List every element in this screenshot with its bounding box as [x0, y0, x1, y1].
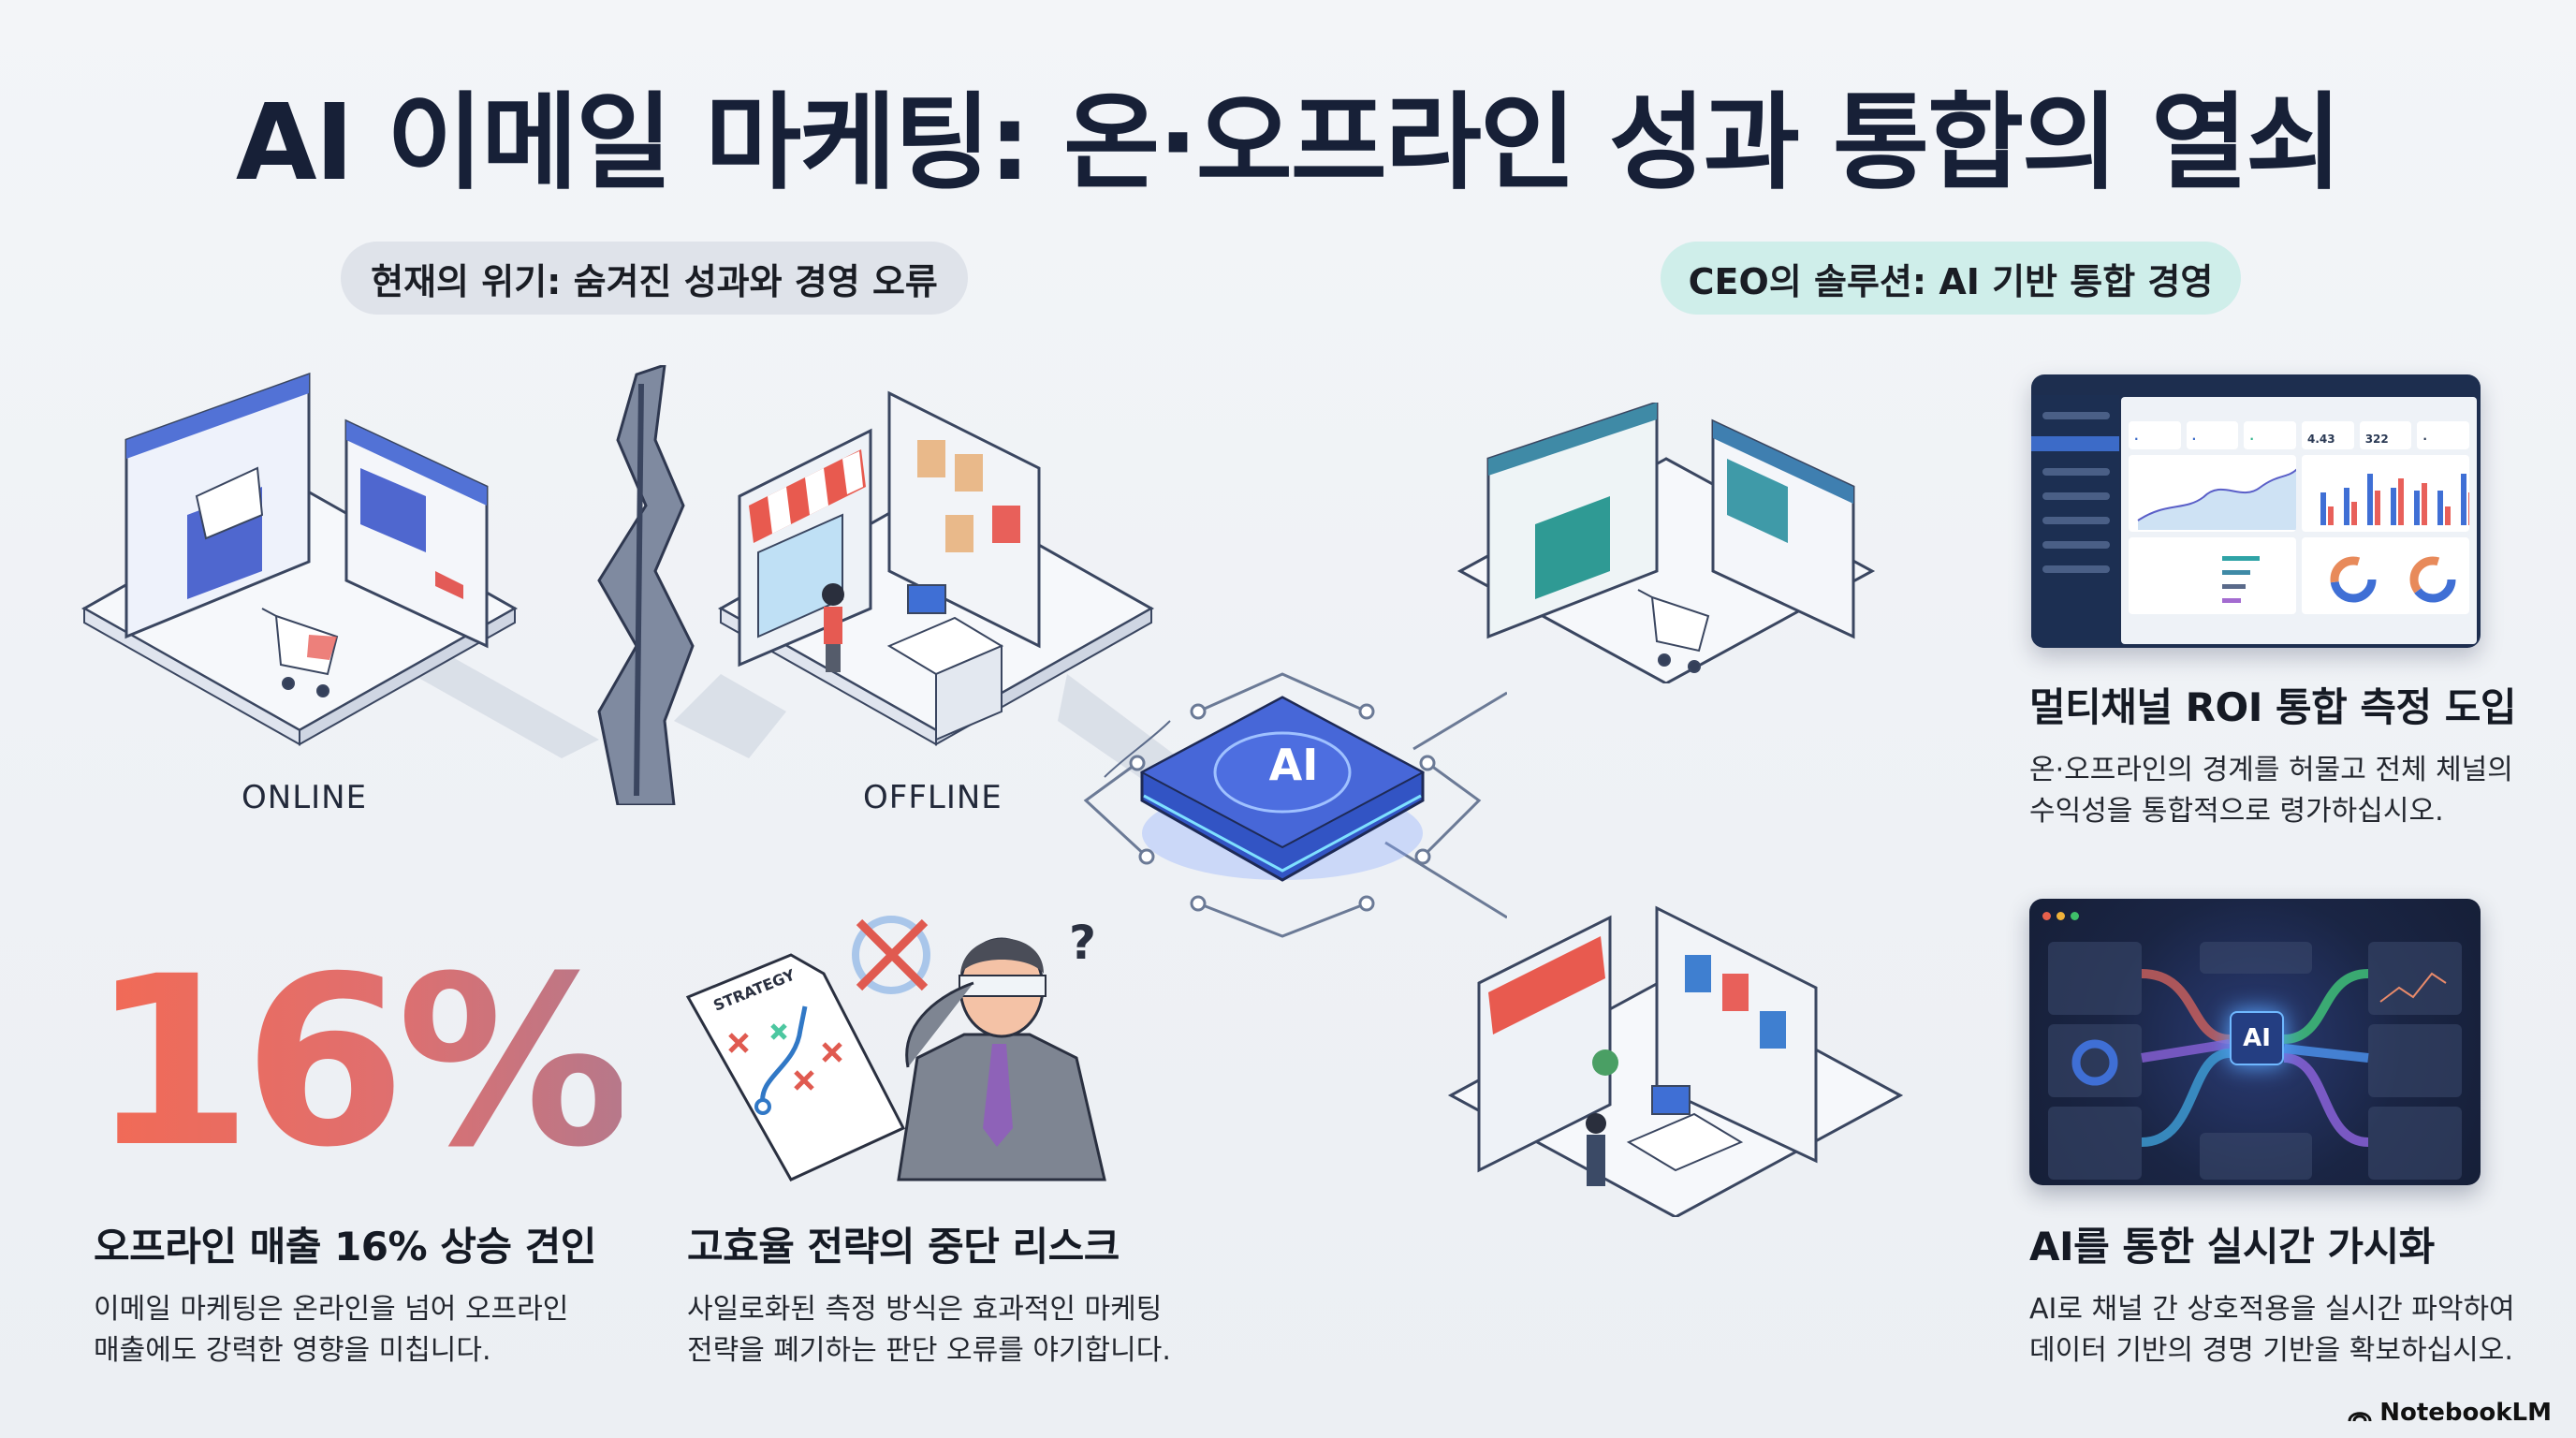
bar-chart-panel	[2302, 455, 2469, 532]
blindfolded-ceo-strategy-illustration: STRATEGY	[685, 916, 1106, 1181]
card-multichannel-roi: 멀티채널 ROI 통합 측정 도입 온·오프라인의 경계를 허물고 전체 체널의…	[2029, 676, 2535, 832]
dashboard-sidebar	[2031, 395, 2119, 648]
area-chart-panel	[2129, 455, 2296, 532]
card-offline-sales: 오프라인 매출 16% 상승 견인 이메일 마케팅은 온라인을 넘어 오프라인 …	[94, 1215, 674, 1372]
card-body-line: 전략을 폐기하는 판단 오류를 야기합니다.	[687, 1334, 1171, 1367]
crack-shape	[597, 365, 695, 805]
card-body-line: AI로 채널 간 상호적용을 실시간 파악하여	[2029, 1293, 2515, 1326]
window-controls	[2042, 912, 2079, 920]
ai-core-label: AI	[1268, 740, 1319, 790]
table-panel	[2129, 537, 2296, 614]
brand-name: NotebookLM	[2379, 1399, 2552, 1427]
card-body-line: 수익성을 통합적으로 령가하십시오.	[2029, 795, 2444, 828]
card-ai-realtime: AI를 통한 실시간 가시화 AI로 채널 간 상호적용을 실시간 파악하여 데…	[2029, 1215, 2535, 1372]
integrated-offline-platform	[1447, 905, 1904, 1217]
offline-platform	[717, 390, 1155, 746]
integrated-online-platform	[1456, 403, 1876, 683]
kpi-value: 322	[2359, 421, 2412, 449]
roi-dashboard-screenshot: · · · 4.43 322 ·	[2031, 374, 2481, 648]
offline-label: OFFLINE	[863, 779, 1003, 816]
notebooklm-watermark: NotebookLM	[2348, 1399, 2552, 1427]
kpi-value: 4.43	[2302, 421, 2354, 449]
card-body-line: 매출에도 강력한 영향을 미칩니다.	[94, 1334, 491, 1367]
card-heading: 오프라인 매출 16% 상승 견인	[94, 1224, 596, 1269]
card-heading: AI를 통한 실시간 가시화	[2029, 1224, 2435, 1269]
card-body-line: 온·오프라인의 경계를 허물고 전체 체널의	[2029, 754, 2513, 786]
online-platform	[80, 372, 519, 746]
card-heading: 멀티채널 ROI 통합 측정 도입	[2029, 684, 2517, 730]
donut-charts-panel	[2302, 537, 2469, 614]
ai-core-chip	[1083, 672, 1507, 938]
page-title: AI 이메일 마케팅: 온·오프라인 성과 통합의 열쇠	[235, 82, 2342, 204]
crisis-section-pill: 현재의 위기: 숨겨진 성과와 경영 오류	[341, 242, 968, 315]
card-heading: 고효율 전략의 중단 리스크	[687, 1224, 1120, 1269]
notebooklm-logo-icon	[2348, 1412, 2372, 1422]
question-mark: ?	[1069, 916, 1097, 970]
card-body-line: 사일로화된 측정 방식은 효과적인 마케팅	[687, 1293, 1163, 1326]
stat-16-percent: 16%	[90, 926, 631, 1198]
online-label: ONLINE	[242, 779, 368, 816]
ai-realtime-dashboard-screenshot: AI	[2029, 899, 2481, 1185]
card-body-line: 이메일 마케팅은 온라인을 넘어 오프라인	[94, 1293, 569, 1326]
card-strategy-risk: 고효율 전략의 중단 리스크 사일로화된 측정 방식은 효과적인 마케팅 전략을…	[687, 1215, 1267, 1372]
solution-section-pill: CEO의 솔루션: AI 기반 통합 경영	[1661, 242, 2241, 315]
card-body-line: 데이터 기반의 경명 기반을 확보하십시오.	[2029, 1334, 2513, 1367]
ai-chip-label: AI	[2230, 1011, 2284, 1065]
online-offline-crack-illustration	[80, 365, 1179, 805]
